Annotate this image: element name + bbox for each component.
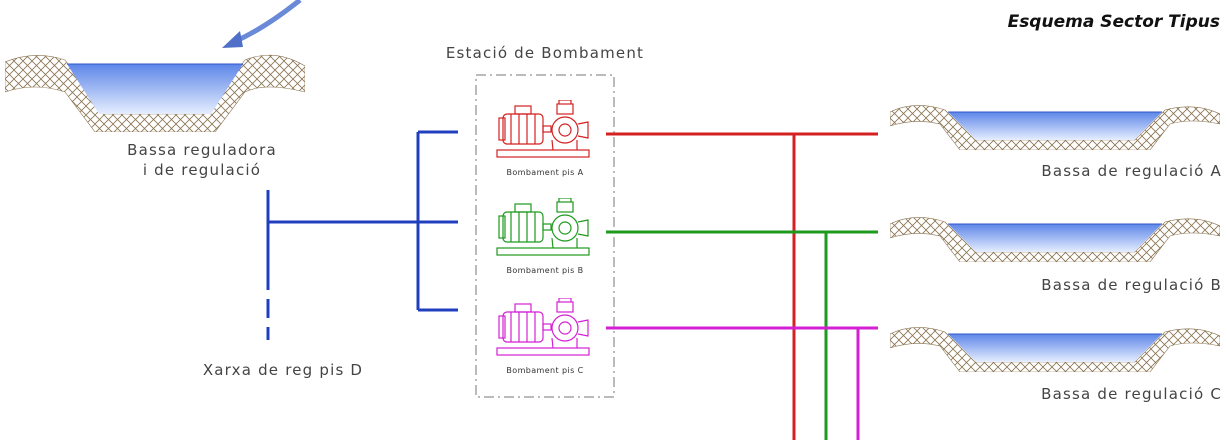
- line-pis-a: [606, 132, 878, 440]
- reservoir-c-label: Bassa de regulació C: [1041, 385, 1222, 403]
- reservoir-b-label: Bassa de regulació B: [1041, 276, 1222, 294]
- pump-c-icon: [496, 298, 590, 356]
- line-pis-b: [606, 230, 878, 440]
- pump-a-label: Bombament pis A: [506, 168, 583, 177]
- pump-c: Bombament pis C: [496, 298, 590, 375]
- pump-b-icon: [496, 198, 590, 256]
- pump-a: Bombament pis A: [496, 100, 590, 177]
- diagram-title: Esquema Sector Tipus: [1008, 12, 1220, 32]
- pump-station-box: [475, 74, 615, 398]
- main-reservoir: [5, 54, 305, 132]
- inflow-arrow-icon: [222, 0, 302, 48]
- pump-b: Bombament pis B: [496, 198, 590, 275]
- supply-network: [266, 130, 458, 340]
- station-label: Estació de Bombament: [446, 44, 644, 62]
- pump-a-icon: [496, 100, 590, 158]
- network-label: Xarxa de reg pis D: [203, 361, 363, 379]
- pump-c-label: Bombament pis C: [506, 366, 583, 375]
- pump-b-label: Bombament pis B: [506, 266, 583, 275]
- main-reservoir-label-1: Bassa reguladora: [127, 141, 277, 159]
- reservoir-c: [890, 326, 1220, 372]
- main-reservoir-label-2: i de regulació: [143, 161, 261, 179]
- reservoir-a-label: Bassa de regulació A: [1041, 162, 1222, 180]
- reservoir-a: [890, 104, 1220, 150]
- line-pis-c: [606, 326, 878, 440]
- reservoir-b: [890, 216, 1220, 262]
